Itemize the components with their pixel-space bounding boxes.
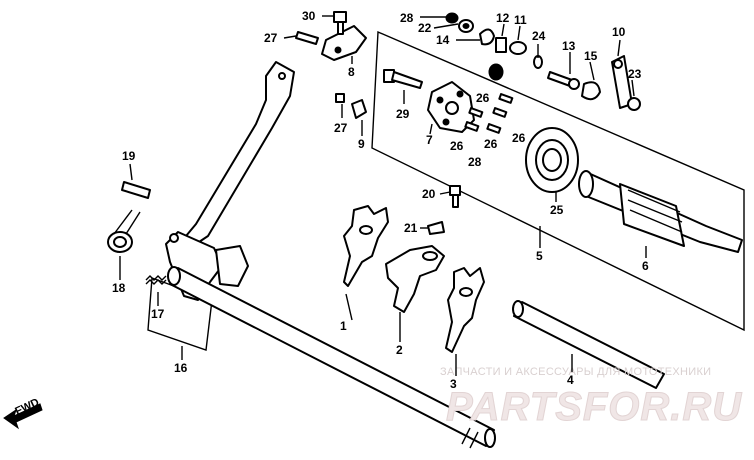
callout-27-a: 27 (264, 31, 278, 45)
callout-26-c: 26 (484, 137, 498, 151)
callout-15: 15 (584, 49, 598, 63)
callout-30: 30 (302, 9, 316, 23)
callout-24: 24 (532, 29, 546, 43)
spring-17 (145, 275, 167, 285)
fork-shaft (167, 266, 496, 449)
fork-shaft-2 (512, 300, 665, 389)
callout-10: 10 (612, 25, 626, 39)
pin-19 (121, 181, 151, 199)
callout-3: 3 (450, 377, 457, 391)
callout-27-b: 27 (334, 121, 348, 135)
callout-6: 6 (642, 259, 649, 273)
shift-fork-2 (385, 245, 445, 313)
callout-12: 12 (496, 11, 510, 25)
callout-labels: 1 2 3 4 5 6 7 8 9 10 11 12 13 14 15 16 1… (112, 9, 649, 391)
bolt-29 (383, 69, 423, 89)
callout-18: 18 (112, 281, 126, 295)
pin-21 (427, 221, 445, 235)
callout-26-b: 26 (450, 139, 464, 153)
watermark: ЗАПЧАСТИ И АКСЕССУАРЫ ДЛЯ МОТОТЕХНИКИ PA… (440, 366, 742, 430)
callout-2: 2 (396, 343, 403, 357)
callout-11: 11 (514, 13, 527, 27)
callout-29: 29 (396, 107, 410, 121)
callout-20: 20 (422, 187, 436, 201)
drum-pins (464, 93, 514, 134)
callout-17: 17 (151, 307, 165, 321)
fwd-marker: FWD (3, 396, 43, 430)
callout-25: 25 (550, 203, 564, 217)
callout-8: 8 (348, 65, 355, 79)
shift-fork-1 (343, 205, 389, 287)
small-parts-top-right (445, 12, 641, 111)
bolt-27-top (295, 31, 319, 45)
watermark-tagline: ЗАПЧАСТИ И АКСЕССУАРЫ ДЛЯ МОТОТЕХНИКИ (440, 366, 711, 378)
bracket-8 (321, 11, 367, 61)
callout-28-b: 28 (468, 155, 482, 169)
callout-23: 23 (628, 67, 642, 81)
callout-16: 16 (174, 361, 188, 375)
shift-drum (578, 170, 743, 253)
bearing (525, 127, 579, 193)
drum-panel-outline (371, 30, 745, 332)
callout-26-a: 26 (476, 91, 490, 105)
bolt-20 (449, 185, 461, 208)
callout-13: 13 (562, 39, 576, 53)
callout-7: 7 (426, 133, 433, 147)
spring-18 (107, 209, 141, 253)
callout-28-a: 28 (400, 11, 414, 25)
shift-arm (165, 61, 295, 301)
callout-26-d: 26 (512, 131, 526, 145)
callout-21: 21 (404, 221, 418, 235)
callout-1: 1 (340, 319, 347, 333)
shift-fork-3 (445, 267, 485, 353)
watermark-brand: PARTSFOR.RU (446, 385, 742, 429)
callout-9: 9 (358, 137, 365, 151)
bolt-27-mid (335, 93, 367, 119)
stopper-plate (427, 81, 475, 133)
callout-4: 4 (567, 373, 574, 387)
callout-5: 5 (536, 249, 543, 263)
callout-22: 22 (418, 21, 432, 35)
callout-19: 19 (122, 149, 136, 163)
leader-lines (119, 15, 647, 376)
callout-14: 14 (436, 33, 450, 47)
